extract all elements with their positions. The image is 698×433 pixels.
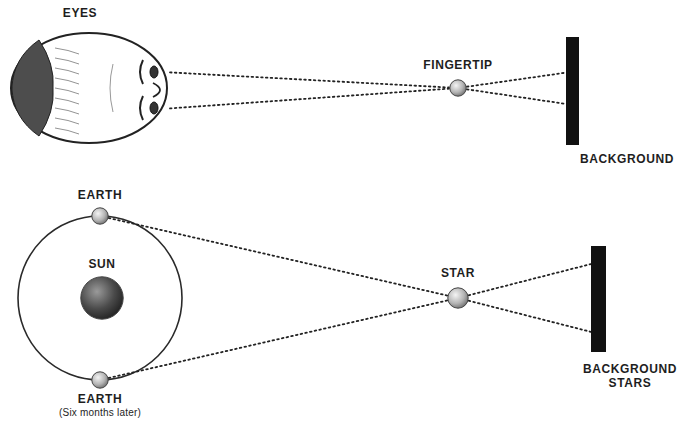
earth-ball-shape: [91, 371, 109, 389]
node-label: STAR: [441, 266, 475, 280]
star-ball: STAR: [447, 287, 469, 309]
node-label: BACKGROUND STARS: [571, 362, 689, 390]
node-label: SUN: [88, 257, 115, 271]
node-label: FINGERTIP: [423, 58, 492, 72]
sight-line: [469, 264, 591, 295]
sight-line: [469, 301, 591, 332]
sight-line: [170, 72, 449, 87]
background-stars-bar: BACKGROUND STARS: [591, 246, 606, 352]
node-label: EARTH: [78, 392, 122, 406]
hair-stroke: [55, 58, 79, 64]
hair-stroke: [55, 98, 79, 104]
sight-line: [109, 218, 448, 296]
node-label: EYES: [63, 6, 97, 20]
hair-stroke: [55, 108, 79, 114]
hair-stroke: [55, 78, 79, 84]
fingertip-ball: FINGERTIP: [449, 79, 467, 97]
background-bar: BACKGROUND: [566, 37, 579, 145]
fingertip-ball-shape: [449, 79, 467, 97]
eye: [150, 102, 158, 114]
earth-ball: [92, 208, 108, 224]
head-figure-shape: [5, 28, 170, 148]
node-label: (Six months later): [59, 407, 141, 419]
star-ball: [448, 288, 468, 308]
nose: [153, 83, 160, 97]
sight-line: [467, 89, 566, 104]
head-figure: EYES: [5, 28, 170, 148]
sun-ball: [81, 277, 123, 319]
earth-ball-shape: [91, 207, 109, 225]
sun-ball-shape: [80, 276, 124, 320]
head-outline: [11, 33, 167, 143]
sight-line: [109, 300, 448, 378]
hair: [12, 40, 53, 136]
fingertip-ball: [450, 80, 466, 96]
earth-ball: EARTH(Six months later): [91, 371, 109, 389]
node-label: EARTH: [78, 188, 122, 202]
sight-line: [170, 89, 449, 109]
hair-stroke: [55, 48, 79, 54]
eye: [150, 66, 158, 78]
sight-line: [467, 73, 566, 87]
hair-stroke: [55, 118, 79, 124]
forehead-line: [110, 64, 113, 112]
node-label: BACKGROUND: [580, 152, 674, 166]
eyebrow: [140, 60, 143, 120]
orbit-circle: [18, 216, 182, 380]
star-ball-shape: [447, 287, 469, 309]
earth-ball: EARTH: [91, 207, 109, 225]
hair-stroke: [55, 88, 79, 94]
sun-ball: SUN: [80, 276, 124, 320]
hair-stroke: [55, 128, 79, 134]
hair-stroke: [55, 68, 79, 74]
earth-ball: [92, 372, 108, 388]
